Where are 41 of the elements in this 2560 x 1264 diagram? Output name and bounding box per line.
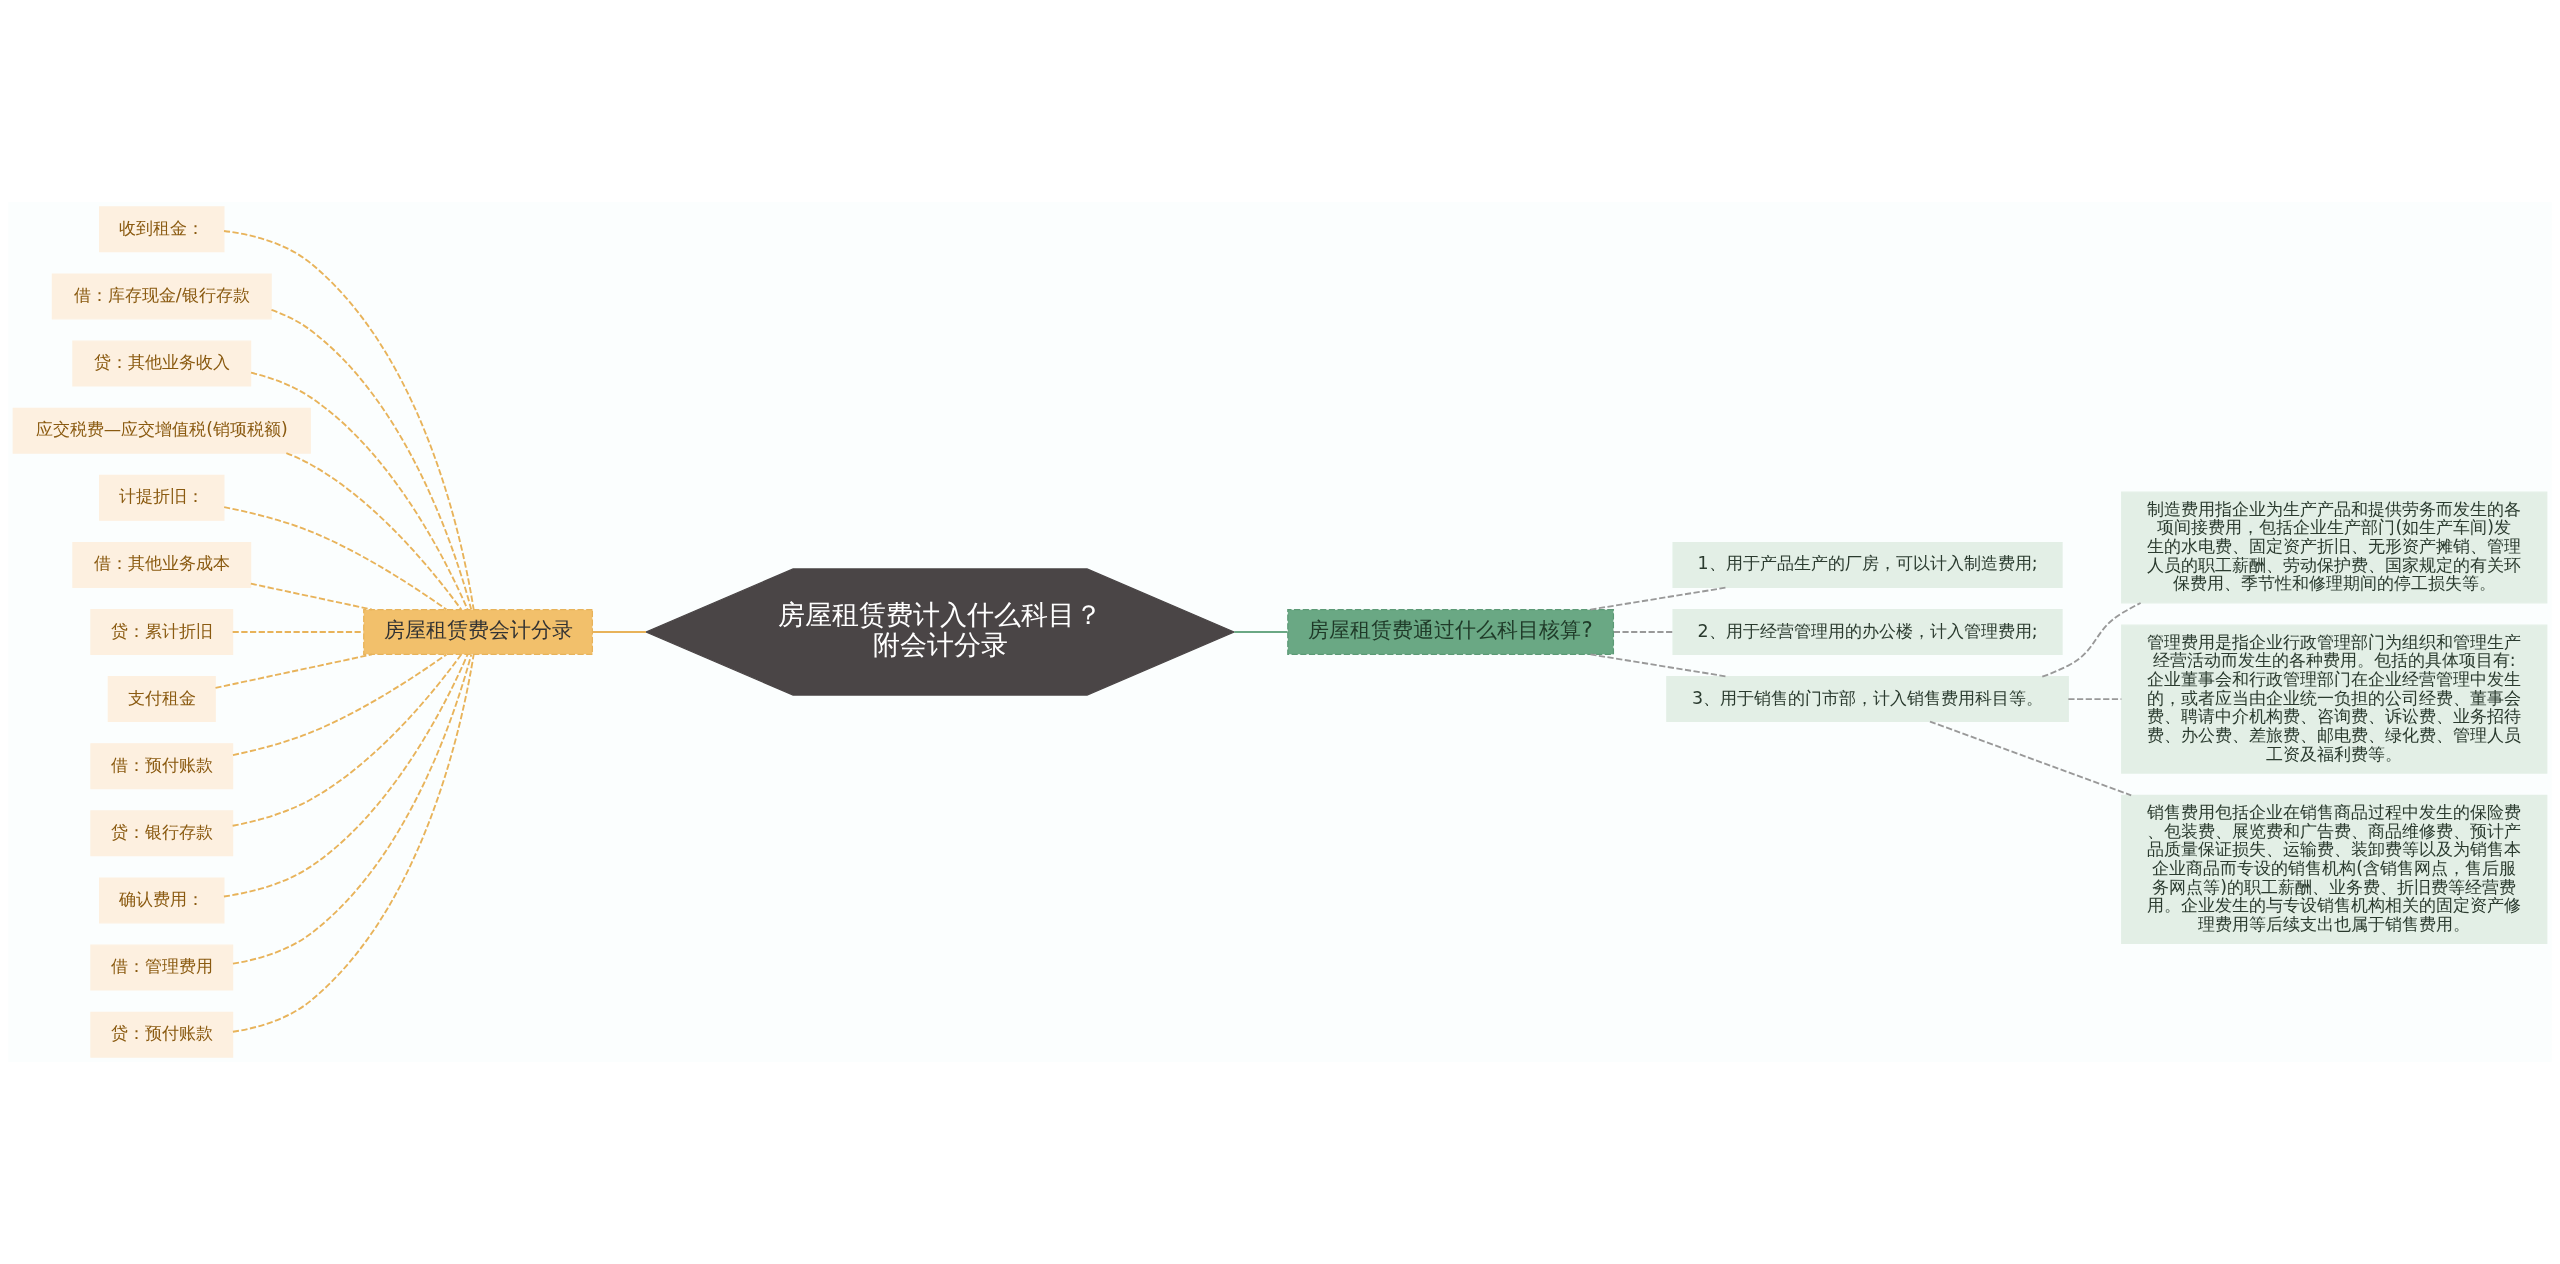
connector (591, 631, 647, 633)
connector (232, 653, 475, 1033)
connector (223, 653, 469, 898)
node-box: 贷：预付账款 (90, 1011, 234, 1058)
connector (223, 230, 475, 611)
node-box: 制造费用指企业为生产产品和提供劳务而发生的各项间接费用，包括企业生产部门(如生产车间)发生的水电费、固定资产折旧、无形资产摊销、管理人员的职工薪酬、劳动保护费、国家规定的有关环保费用、季节性和修理期间的停工损失等。 (2121, 491, 2548, 604)
node-box: 贷：累计折旧 (90, 609, 234, 655)
connector (223, 506, 448, 611)
connector (270, 309, 473, 611)
node-box: 1、用于产品生产的厂房，可以计入制造费用; (1672, 541, 2063, 588)
node-box: 管理费用是指企业行政管理部门为组织和管理生产经营活动而发生的各种费用。包括的具体项目有:企业董事会和行政管理部门在企业经营管理中发生的，或者应当由企业统一负担的公司经费、董事会费、聘请中介机构费、咨询费、诉讼费、业务招待费、办公费、差旅费、邮电费、绿化费、管理人员工资及福利费等。 (2121, 624, 2548, 774)
node-box: 应交税费—应交增值税(销项税额) (12, 407, 311, 454)
node-box: 房屋租赁费通过什么科目核算? (1287, 609, 1615, 655)
connector (1612, 631, 1674, 633)
node-box: 借：预付账款 (90, 743, 234, 790)
node-box: 贷：银行存款 (90, 810, 234, 857)
connector (2041, 602, 2142, 678)
node-box: 确认费用： (99, 877, 225, 924)
node-box: 销售费用包括企业在销售商品过程中发生的保险费、包装费、展览费和广告费、商品维修费、预计产品质量保证损失、运输费、装卸费等以及为销售本企业商品而专设的销售机构(含销售网点，售后服务网点等)的职工薪酬、业务费、折旧费等经营费用。企业发生的与专设销售机构相关的固定资产修理费用等后续支出也属于销售费用。 (2121, 794, 2548, 944)
node-box: 收到租金： (99, 206, 225, 253)
connector (231, 631, 365, 633)
node-box: 支付租金 (107, 676, 216, 723)
connector (249, 582, 373, 611)
node-box: 2、用于经营管理用的办公楼，计入管理费用; (1672, 609, 2063, 655)
connector (231, 653, 463, 827)
connector (285, 452, 463, 611)
node-box: 借：其他业务成本 (72, 541, 252, 588)
node-box: 计提折旧： (99, 474, 225, 521)
node-box: 借：库存现金/银行存款 (51, 273, 272, 320)
connector (1589, 586, 1729, 611)
connector (250, 371, 469, 611)
node-box: 借：管理费用 (90, 944, 234, 991)
connector (214, 653, 373, 689)
node-box: 3、用于销售的门市部，计入销售费用科目等。 (1666, 676, 2069, 723)
connector (232, 653, 473, 965)
node-box: 贷：其他业务收入 (72, 340, 252, 387)
connector (1589, 653, 1729, 678)
node-box: 房屋租赁费会计分录 (363, 609, 593, 655)
connector (232, 653, 448, 756)
connector (1929, 720, 2133, 797)
connector (1233, 631, 1289, 633)
